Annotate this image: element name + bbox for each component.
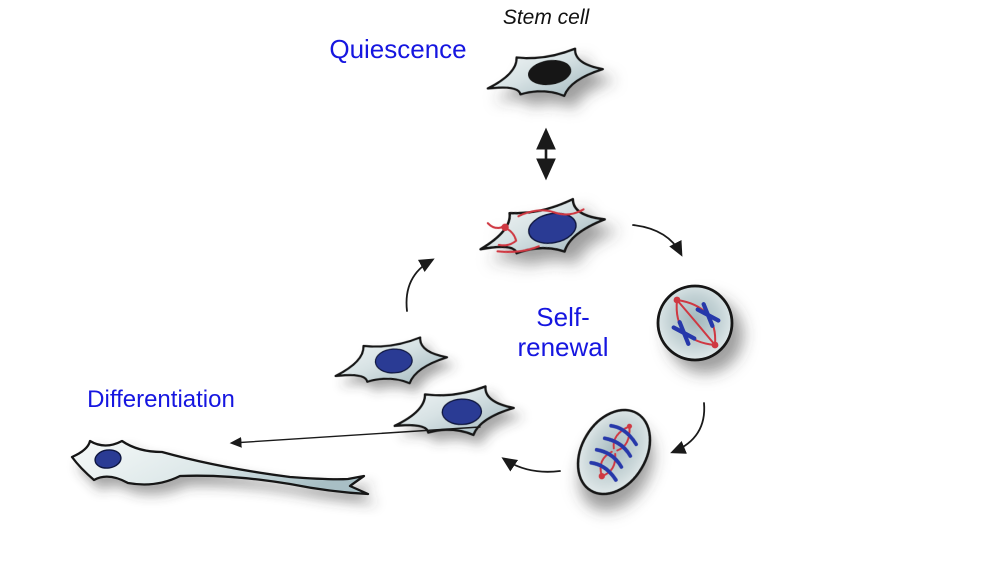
nucleus	[374, 348, 413, 374]
spindle-pole-dot	[598, 472, 606, 480]
arrow-differentiation	[229, 426, 481, 448]
spindle-pole-dot	[711, 341, 719, 349]
segregating-chromosomes	[589, 423, 639, 482]
cell-membrane	[70, 439, 370, 496]
centrosome-and-microtubules	[486, 208, 585, 253]
nucleus	[528, 212, 577, 244]
daughter-cell-2	[393, 385, 515, 437]
nucleus	[94, 449, 122, 469]
self-renewal-label-line2: renewal	[517, 332, 608, 362]
stem-cell-title: Stem cell	[503, 6, 591, 29]
differentiation-label: Differentiation	[87, 386, 235, 413]
cell-membrane	[576, 408, 652, 496]
cell-membrane	[656, 284, 734, 362]
chromosome-pair	[671, 320, 697, 346]
dividing-cell-anaphase	[576, 408, 652, 496]
centrosome-dot	[501, 223, 509, 232]
nucleus	[527, 59, 572, 86]
arrow-daughters-to-stemcell	[405, 258, 435, 312]
differentiated-cell	[70, 439, 370, 496]
arrow-anaphase-to-daughters	[501, 457, 561, 473]
quiescence-label: Quiescence	[329, 34, 466, 64]
daughter-cell-1	[334, 336, 449, 385]
quiescent-stem-cell	[486, 47, 604, 98]
activated-stem-cell	[479, 197, 606, 255]
arrow-metaphase-to-anaphase	[670, 402, 706, 454]
spindle-pole-dot	[626, 423, 633, 429]
self-renewal-label-line1: Self-	[536, 302, 589, 332]
spindle-pole-dot	[673, 296, 681, 304]
chromosome-pair	[695, 302, 721, 328]
anaphase-spindle	[598, 423, 633, 480]
arrow-stemcell-to-metaphase	[632, 224, 683, 257]
nucleus	[441, 398, 483, 426]
mitotic-cell-metaphase	[656, 284, 734, 362]
